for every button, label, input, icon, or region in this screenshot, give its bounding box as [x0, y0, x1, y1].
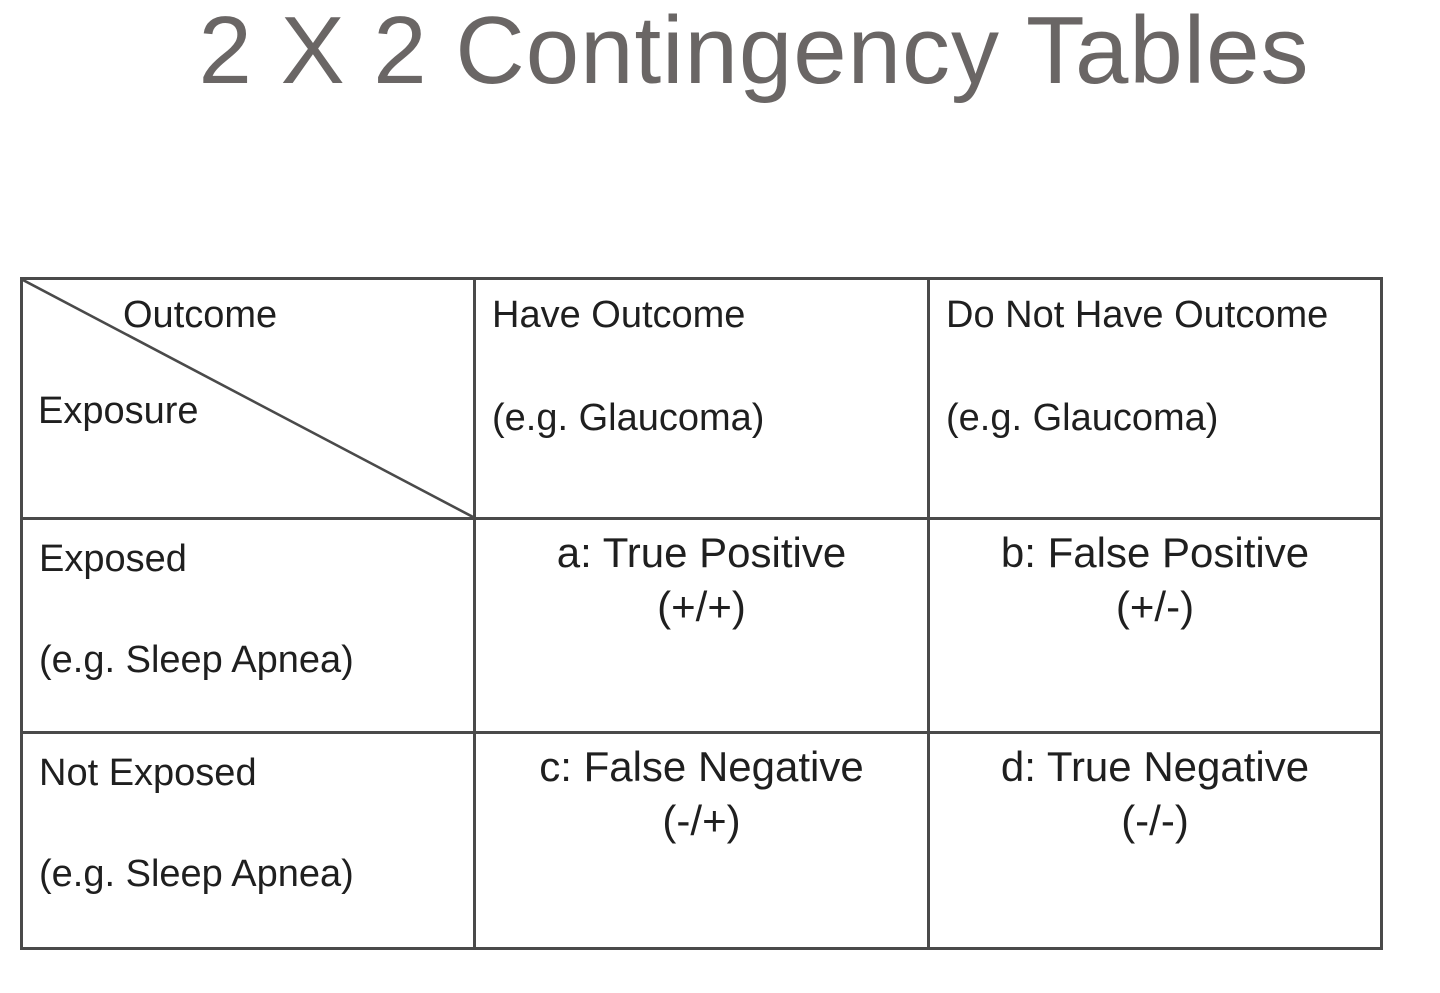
column-header-label: Have Outcome — [492, 294, 746, 336]
cell-c-false-negative: c: False Negative (-/+) — [476, 734, 930, 947]
cell-label: b: False Positive — [1000, 529, 1310, 576]
cell-sign-notation: (+/+) — [657, 583, 746, 630]
cell-label: c: False Negative — [539, 743, 864, 790]
cell-b-false-positive: b: False Positive (+/-) — [930, 520, 1380, 734]
page-title: 2 X 2 Contingency Tables — [198, 0, 1310, 104]
row-header-not-exposed: Not Exposed (e.g. Sleep Apnea) — [23, 734, 476, 947]
diagonal-divider-line — [23, 280, 473, 517]
cell-label: d: True Negative — [1000, 743, 1310, 790]
column-header-no-outcome: Do Not Have Outcome (e.g. Glaucoma) — [930, 280, 1380, 520]
column-header-example: (e.g. Glaucoma) — [946, 397, 1219, 439]
corner-outcome-label: Outcome — [123, 294, 278, 336]
column-header-have-outcome: Have Outcome (e.g. Glaucoma) — [476, 280, 930, 520]
cell-sign-notation: (-/-) — [1121, 797, 1189, 844]
row-header-label: Exposed — [39, 538, 187, 580]
row-header-example: (e.g. Sleep Apnea) — [39, 853, 354, 895]
row-header-label: Not Exposed — [39, 752, 257, 794]
cell-sign-notation: (-/+) — [662, 797, 741, 844]
cell-a-true-positive: a: True Positive (+/+) — [476, 520, 930, 734]
contingency-table: Outcome Exposure Have Outcome (e.g. Glau… — [20, 277, 1383, 950]
row-header-example: (e.g. Sleep Apnea) — [39, 639, 354, 681]
cell-label: a: True Positive — [556, 529, 847, 576]
corner-exposure-label: Exposure — [38, 390, 199, 432]
row-header-exposed: Exposed (e.g. Sleep Apnea) — [23, 520, 476, 734]
cell-sign-notation: (+/-) — [1115, 583, 1195, 630]
column-header-label: Do Not Have Outcome — [946, 294, 1329, 336]
cell-d-true-negative: d: True Negative (-/-) — [930, 734, 1380, 947]
column-header-example: (e.g. Glaucoma) — [492, 397, 765, 439]
corner-cell: Outcome Exposure — [23, 280, 476, 520]
